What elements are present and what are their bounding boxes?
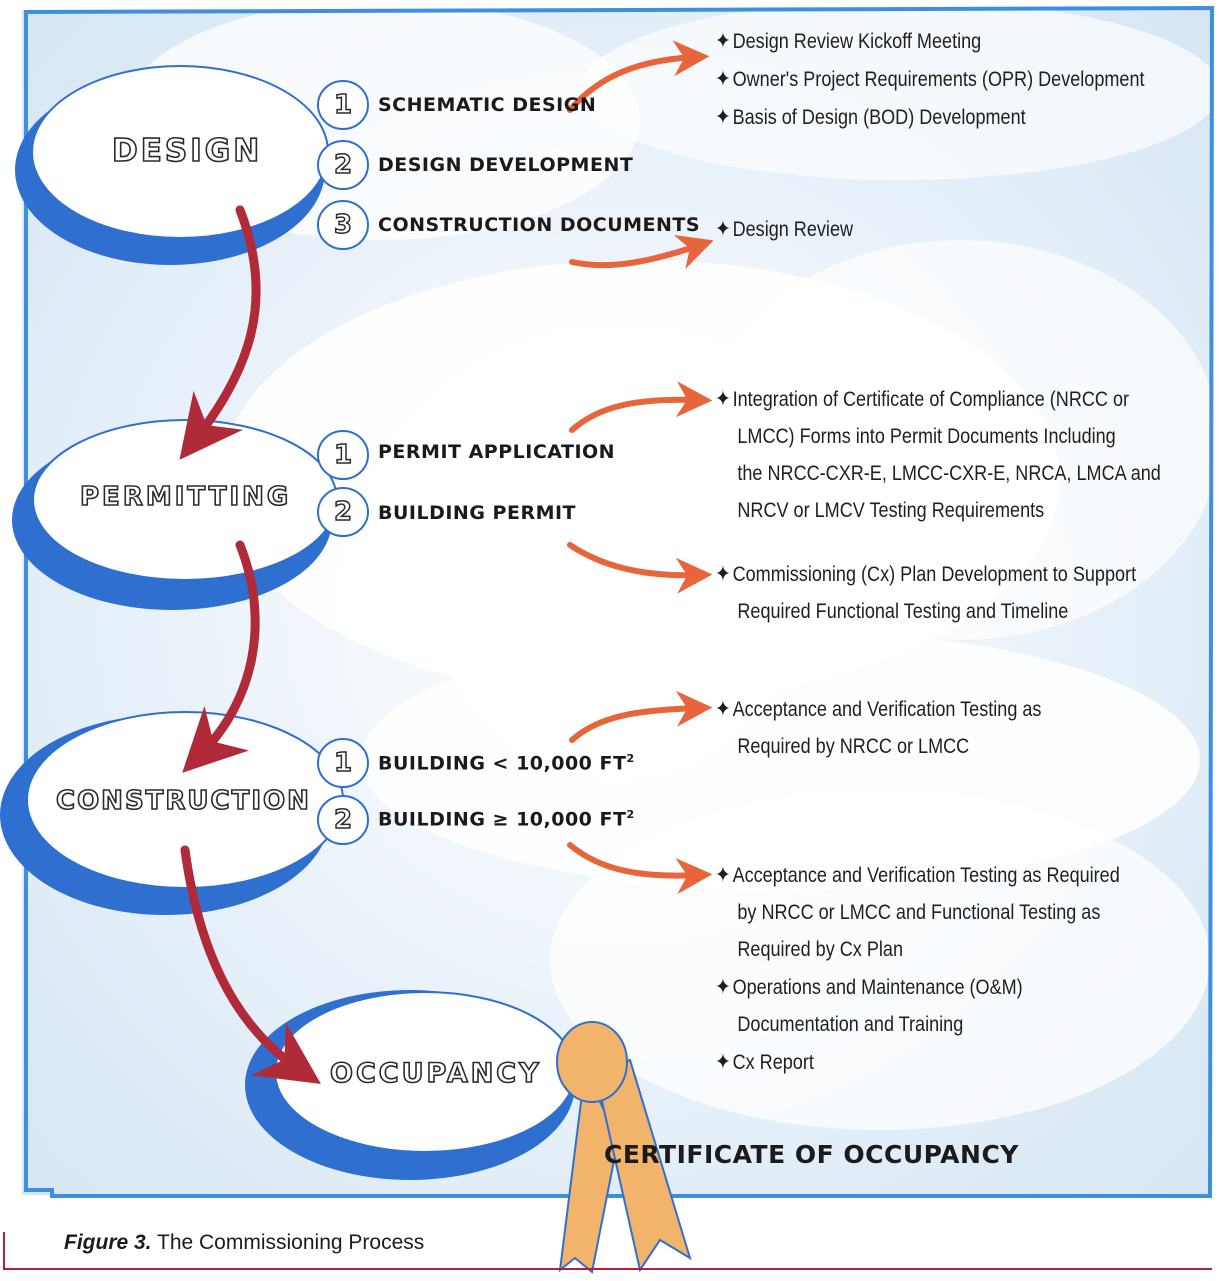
certificate-ribbon	[556, 1021, 692, 1274]
step-building-small-text: BUILDING < 10,000 FT	[378, 752, 627, 775]
step-number: 1	[333, 439, 353, 471]
step-design-development: DESIGN DEVELOPMENT	[378, 154, 634, 176]
task-text-continued: the NRCC-CXR-E, LMCC-CXR-E, NRCA, LMCA a…	[737, 462, 1161, 485]
figure-caption: Figure 3. The Commissioning Process	[64, 1231, 424, 1255]
task-text-continued: Required Functional Testing and Timeline	[737, 600, 1069, 623]
task-item: ✦Commissioning (Cx) Plan Development to …	[715, 555, 1136, 593]
step-building-large-text: BUILDING ≥ 10,000 FT	[378, 808, 627, 831]
phase-occupancy-label: OCCUPANCY	[329, 1057, 542, 1090]
task-item: ✦Integration of Certificate of Complianc…	[715, 380, 1161, 418]
task-text: Owner's Project Requirements (OPR) Devel…	[732, 68, 1145, 91]
certificate-of-occupancy-label: CERTIFICATE OF OCCUPANCY	[604, 1140, 1019, 1169]
task-item: ✦Acceptance and Verification Testing as	[715, 690, 1041, 728]
four-pointed-star-icon: ✦	[715, 28, 731, 53]
task-text-continued: Required by Cx Plan	[737, 938, 904, 961]
phase-construction-label: CONSTRUCTION	[55, 785, 311, 817]
step-number: 2	[333, 149, 353, 181]
step-number: 1	[333, 89, 353, 121]
four-pointed-star-icon: ✦	[715, 66, 731, 91]
step-number: 2	[333, 804, 353, 836]
four-pointed-star-icon: ✦	[715, 386, 731, 411]
task-pointer-arrows	[567, 40, 714, 895]
four-pointed-star-icon: ✦	[715, 696, 731, 721]
task-item: ✦Design Review Kickoff Meeting	[715, 22, 1145, 60]
four-pointed-star-icon: ✦	[715, 862, 731, 887]
task-text: Design Review	[732, 218, 854, 241]
sky-background	[22, 0, 1219, 1195]
task-text: Design Review Kickoff Meeting	[732, 30, 982, 53]
task-item: ✦Operations and Maintenance (O&M)	[715, 968, 1120, 1006]
figure-title: The Commissioning Process	[151, 1231, 425, 1254]
task-text-continued: NRCV or LMCV Testing Requirements	[737, 499, 1045, 522]
task-text: Commissioning (Cx) Plan Development to S…	[732, 563, 1137, 586]
task-list-construction-docs: ✦Design Review	[715, 210, 853, 248]
four-pointed-star-icon: ✦	[715, 1049, 731, 1074]
step-number: 2	[333, 496, 353, 528]
step-building-permit: BUILDING PERMIT	[378, 502, 577, 524]
task-list-small-building: ✦Acceptance and Verification Testing as …	[715, 690, 1041, 765]
four-pointed-star-icon: ✦	[715, 974, 731, 999]
task-text-continued: Documentation and Training	[737, 1013, 964, 1036]
task-list-schematic: ✦Design Review Kickoff Meeting ✦Owner's …	[715, 22, 1145, 136]
task-item: ✦Basis of Design (BOD) Development	[715, 98, 1145, 136]
task-text: Acceptance and Verification Testing as R…	[732, 864, 1120, 887]
step-number: 1	[333, 747, 353, 779]
task-list-large-building: ✦Acceptance and Verification Testing as …	[715, 856, 1120, 1081]
task-list-building-permit: ✦Commissioning (Cx) Plan Development to …	[715, 555, 1136, 630]
four-pointed-star-icon: ✦	[715, 104, 731, 129]
step-building-small: BUILDING < 10,000 FT2	[378, 752, 635, 774]
task-text: Operations and Maintenance (O&M)	[732, 976, 1023, 999]
occupancy-ellipse	[245, 990, 576, 1180]
phase-design-label: DESIGN	[111, 132, 263, 170]
task-item: ✦Design Review	[715, 210, 853, 248]
phase-permitting-label: PERMITTING	[79, 481, 292, 513]
step-schematic-design: SCHEMATIC DESIGN	[378, 94, 597, 116]
step-construction-documents: CONSTRUCTION DOCUMENTS	[378, 214, 701, 236]
step-permit-application: PERMIT APPLICATION	[378, 441, 616, 463]
step-bubbles	[317, 80, 369, 845]
superscript: 2	[626, 808, 635, 821]
step-building-large: BUILDING ≥ 10,000 FT2	[378, 808, 635, 830]
step-number: 3	[333, 209, 353, 241]
task-list-permit-application: ✦Integration of Certificate of Complianc…	[715, 380, 1161, 529]
task-text-continued: by NRCC or LMCC and Functional Testing a…	[737, 901, 1101, 924]
diagram-frame	[24, 5, 1215, 1198]
task-item: ✦Owner's Project Requirements (OPR) Deve…	[715, 60, 1145, 98]
task-text: Cx Report	[732, 1051, 814, 1074]
task-text-continued: Required by NRCC or LMCC	[737, 735, 970, 758]
task-item: ✦Acceptance and Verification Testing as …	[715, 856, 1120, 894]
task-text: Acceptance and Verification Testing as	[732, 698, 1042, 721]
four-pointed-star-icon: ✦	[715, 561, 731, 586]
four-pointed-star-icon: ✦	[715, 216, 731, 241]
superscript: 2	[626, 752, 635, 765]
task-item: ✦Cx Report	[715, 1043, 1120, 1081]
task-text: Basis of Design (BOD) Development	[732, 106, 1026, 129]
figure-number: Figure 3.	[64, 1231, 152, 1254]
task-text-continued: LMCC) Forms into Permit Documents Includ…	[737, 425, 1116, 448]
phase-flow-arrows	[179, 205, 321, 1084]
task-text: Integration of Certificate of Compliance…	[732, 388, 1130, 411]
